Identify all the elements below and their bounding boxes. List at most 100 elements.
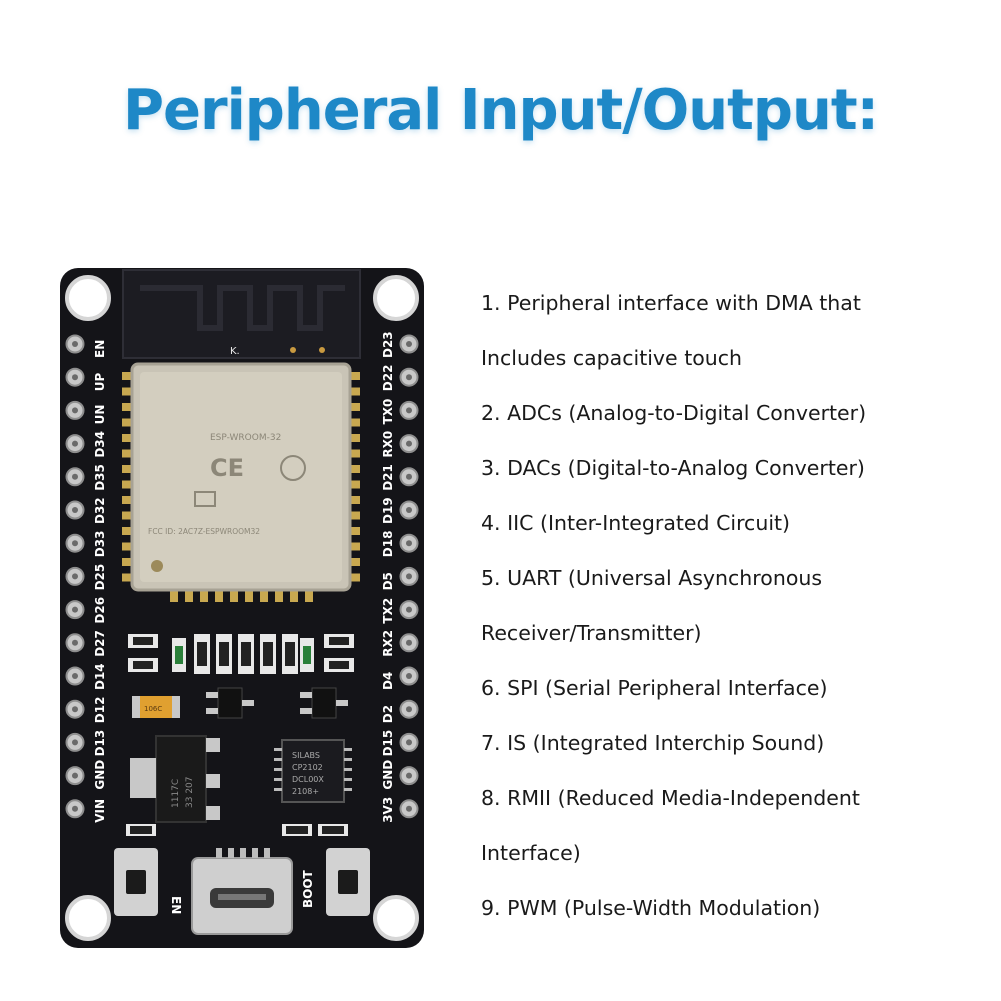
module-pad [122,372,132,380]
module-pads-left [122,372,132,582]
module-pad [122,449,132,458]
pin-label-right: GND [381,760,395,790]
pin-label-right: D4 [381,672,395,690]
feature-item: 5. UART (Universal Asynchronous [481,566,823,590]
pin-hole [72,772,78,779]
module-pad [170,590,178,602]
feature-item: 7. IS (Integrated Interchip Sound) [481,731,825,755]
pin-label-left: D32 [93,497,107,524]
pin-hole [406,473,412,480]
pin-label-right: D22 [381,365,395,392]
antenna-trace [140,285,345,331]
pin-hole [72,639,78,646]
module-pad [350,573,360,582]
ce-mark: CE [210,454,244,482]
module-pad [350,403,360,411]
pin-hole [406,706,412,713]
module-pad [350,558,360,566]
pin-hole [406,606,412,613]
voltage-regulator [155,735,207,823]
smd-row-1 [128,634,354,674]
module-pad [122,465,132,473]
pin-hole [72,473,78,480]
pin-hole [72,805,78,812]
pin-label-right: D15 [381,730,395,757]
pin-hole [406,374,412,381]
micro-usb-connector [191,848,293,935]
module-pad [260,590,268,602]
module-pad [350,449,360,458]
module-pad [350,511,360,520]
pin-label-right: D5 [381,572,395,590]
pin-label-right: D19 [381,497,395,524]
mount-hole-br [373,895,419,941]
feature-item: 2. ADCs (Analog-to-Digital Converter) [481,401,867,425]
pin-hole [72,606,78,613]
feature-item: Interface) [481,841,581,865]
module-pads-bottom [170,590,313,602]
boot-button [326,848,370,916]
mount-hole-tr [373,275,419,321]
pin-hole [406,739,412,746]
pin-hole [406,440,412,447]
chip-line-4: 2108+ [292,787,319,796]
module-pad [230,590,238,602]
cap-label: 106C [144,705,162,713]
module-pad [122,480,132,489]
boot-label: BOOT [301,869,315,908]
module-pad [215,590,223,602]
module-pad [350,527,360,535]
module-pad [122,511,132,520]
pin-label-left: GND [93,760,107,790]
pin-label-right: D21 [381,464,395,491]
pin-label-left: D25 [93,564,107,591]
module-pad [350,480,360,489]
feature-item: 9. PWM (Pulse-Width Modulation) [481,896,821,920]
pin-hole [72,673,78,679]
module-pad [275,590,283,602]
chip-line-3: DCL00X [292,775,324,784]
module-pad [350,434,360,442]
header-right [399,334,419,819]
pin-label-right: D23 [381,331,395,358]
module-pad [305,590,313,602]
header-left [65,334,85,819]
pin-label-left: D35 [93,464,107,491]
feature-item: Receiver/Transmitter) [481,621,702,645]
pin-label-left: D27 [93,630,107,657]
page-title: Peripheral Input/Output: [122,78,879,143]
pin-hole [406,673,412,679]
module-pad [245,590,253,602]
pin-hole [72,374,78,381]
pin-label-right: D2 [381,705,395,723]
pin-labels-right: D23D22TX0RX0D21D19D18D5TX2RX2D4D2D15GND3… [381,331,395,822]
feature-item: 6. SPI (Serial Peripheral Interface) [481,676,828,700]
pin-label-right: D18 [381,531,395,558]
mount-hole-bl [65,895,111,941]
pin-label-right: 3V3 [381,797,395,823]
module-pad [185,590,193,602]
module-pad [290,590,298,602]
pin-hole [406,573,412,580]
pin-hole [72,407,78,414]
pin-label-left: D33 [93,531,107,558]
module-pad [122,496,132,504]
module-pad [350,387,360,396]
pin-hole [72,341,78,347]
module-pads-right [350,372,360,582]
pin-hole [72,573,78,580]
pin-hole [406,341,412,347]
pin-hole [72,540,78,547]
pin-label-left: D12 [93,697,107,724]
module-mark: K. [230,346,240,357]
module-pad [350,496,360,504]
module-pad [122,558,132,566]
chip-line-2: CP2102 [292,763,323,772]
esp32-board: K. ESP-WROOM-32 CE FCC ID: 2AC7Z-ESPWROO… [60,268,424,948]
pin-hole [406,772,412,779]
feature-list: 1. Peripheral interface with DMA that In… [481,276,981,936]
mount-hole-tl [65,275,111,321]
pin-labels-left: ENUPUND34D35D32D33D25D26D27D14D12D13GNDV… [93,340,107,823]
pin-label-left: UP [93,372,107,391]
chip-line-1: SILABS [292,751,320,760]
